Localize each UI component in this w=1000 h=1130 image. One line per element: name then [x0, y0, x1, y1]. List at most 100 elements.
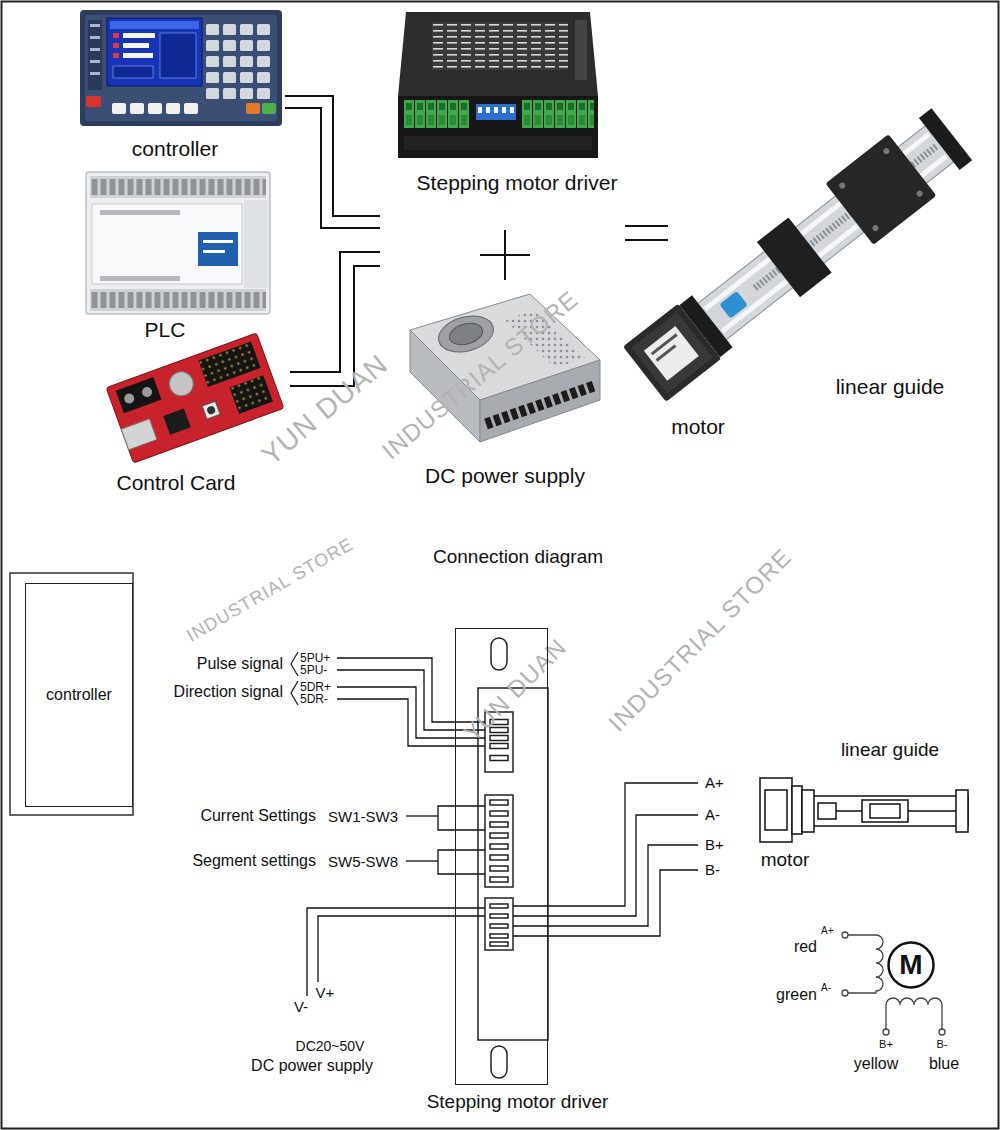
stepper-driver-unit-part — [575, 20, 587, 80]
motor-wire-part — [513, 870, 698, 936]
terminal-name: A+ — [821, 925, 834, 937]
controller-panel-part — [107, 18, 202, 86]
controller-panel-part — [90, 72, 100, 75]
device-caption: controller — [132, 137, 218, 161]
switch-range: SW5-SW8 — [328, 853, 398, 870]
linear-guide-drawing — [760, 778, 968, 842]
driver-drawing-part — [478, 688, 548, 1040]
driver-drawing-part — [490, 942, 508, 946]
device-caption: linear guide — [836, 375, 945, 399]
wire-name: A+ — [705, 774, 724, 791]
controller-panel-part — [123, 43, 149, 48]
device-caption: Control Card — [116, 471, 235, 495]
plc-unit-part — [198, 232, 238, 266]
plc-unit-part — [203, 250, 225, 253]
switch-range: SW1-SW3 — [328, 808, 398, 825]
plc-unit-part — [244, 200, 268, 288]
controller-panel-part — [90, 48, 100, 51]
controller-panel-part — [113, 66, 153, 78]
driver-drawing-part — [490, 844, 508, 849]
linear-guide-photo-part — [651, 333, 678, 355]
terminal-name: B- — [937, 1038, 948, 1051]
power-wire-part — [318, 916, 485, 982]
wire-color: red — [794, 938, 817, 956]
controller-panel-part — [123, 33, 155, 38]
signal-brace — [291, 652, 298, 705]
equals-sign-part — [625, 225, 668, 227]
stepper-driver-unit-part — [398, 12, 598, 96]
plc-unit — [86, 172, 270, 314]
switch-leader-part — [406, 860, 438, 861]
driver-drawing-part — [490, 833, 508, 838]
stepper-driver-unit-part — [404, 136, 592, 150]
linear-guide-photo-part — [825, 134, 936, 245]
grouping-bracket — [285, 96, 380, 386]
controller-panel-part — [112, 103, 126, 114]
power-supply-part — [447, 320, 485, 348]
switch-leader-part — [406, 815, 438, 816]
power-wire-part — [307, 908, 485, 996]
setting-name: Current Settings — [200, 807, 316, 825]
switch-leader-part — [438, 806, 485, 830]
stepper-driver-unit-part — [398, 96, 598, 158]
voltage-range: DC20~50V — [296, 1038, 365, 1054]
switch-leader-part — [438, 850, 485, 874]
signal-wire-part — [337, 658, 485, 722]
plc-unit-part — [100, 210, 180, 215]
linear-guide-photo-part — [915, 189, 923, 197]
pin-name: 5DR- — [300, 693, 328, 705]
stepper-driver-unit-part — [476, 104, 516, 120]
controller-panel-part — [246, 103, 260, 114]
control-card-part — [230, 375, 273, 414]
linear-guide-photo-part — [882, 147, 890, 155]
controller-panel-part — [86, 96, 101, 107]
node-label: controller — [46, 686, 112, 704]
controller-panel-part — [90, 24, 100, 27]
controller-panel-part — [85, 15, 277, 121]
controller-housing — [10, 573, 133, 815]
linear-guide-photo-part — [871, 224, 879, 232]
diagram-title: Connection diagram — [433, 546, 603, 568]
controller-box: controller — [25, 583, 133, 807]
pin-name: 5PU- — [300, 664, 327, 676]
node-caption: Stepping motor driver — [427, 1091, 609, 1113]
controller-panel-part — [184, 103, 198, 114]
signal-name: Pulse signal — [197, 655, 283, 673]
stepper-driver-unit — [398, 12, 598, 158]
power-caption: DC power supply — [251, 1057, 373, 1075]
linear-guide-photo-part — [656, 344, 677, 361]
signal-brace-part — [291, 652, 298, 676]
plc-unit-part — [92, 204, 242, 284]
control-card-part — [121, 419, 157, 450]
controller-panel-part — [148, 103, 162, 114]
driver-drawing-part — [490, 904, 508, 908]
linear-guide-photo-part — [631, 312, 712, 393]
controller-panel-part — [160, 33, 196, 78]
driver-drawing-part — [490, 736, 508, 741]
plc-unit-part — [203, 240, 233, 243]
driver-drawing-part — [490, 934, 508, 938]
equals-sign-part — [625, 239, 668, 241]
plus-sign — [480, 230, 530, 280]
node-label: M — [899, 949, 922, 981]
controller-panel-part — [90, 36, 100, 39]
motor-winding-part — [848, 935, 883, 993]
stepper-driver-unit-part — [432, 22, 568, 70]
linear-guide-photo-part — [838, 181, 846, 189]
pin-name: 5PU+ — [300, 652, 330, 664]
wire-color: yellow — [854, 1055, 898, 1073]
motor-wire-part — [513, 815, 698, 916]
linear-guide-drawing-part — [870, 804, 900, 818]
controller-panel-part — [80, 10, 282, 126]
controller-panel-part — [262, 103, 276, 114]
linear-guide-drawing-part — [760, 778, 792, 842]
plus-sign-part — [504, 230, 506, 280]
driver-housing: Stepping motor driver — [455, 628, 548, 1085]
motor-wire-part — [513, 845, 698, 926]
circle-outline — [889, 943, 934, 988]
linear-guide-photo-part — [919, 108, 972, 170]
controller-panel-part — [166, 103, 180, 114]
terminal-name: A- — [821, 982, 831, 994]
driver-drawing-part — [490, 744, 508, 749]
